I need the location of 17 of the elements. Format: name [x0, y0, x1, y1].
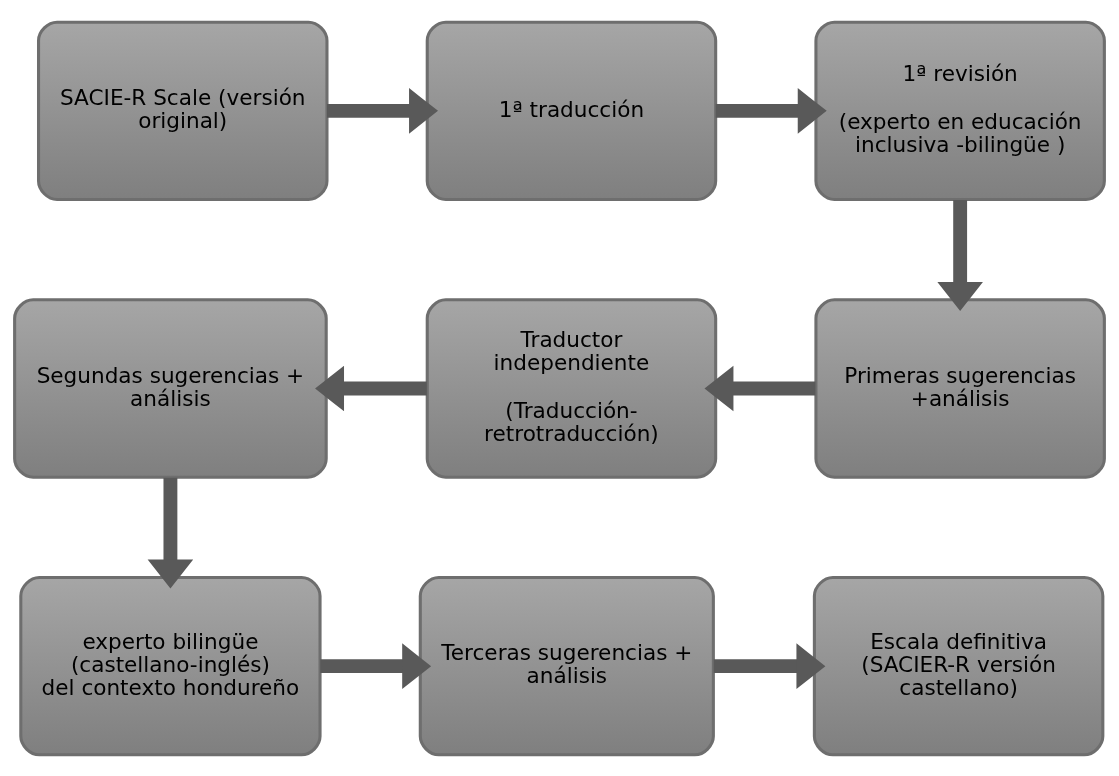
arrow: [327, 87, 438, 134]
node-box: Traductor independiente (Traducción-retrotraducción): [425, 297, 718, 479]
arrow: [147, 477, 194, 589]
node-box: Terceras sugerencias + análisis: [418, 575, 715, 756]
node-box: 1ª revisión (experto en educación inclusiva -bilingüe ): [814, 20, 1106, 201]
node-box: experto bilingüe (castellano-inglés) del contexto hondureño: [19, 575, 322, 756]
arrow: [713, 642, 826, 689]
arrow: [937, 199, 983, 311]
node-box: SACIE-R Scale (versión original): [37, 20, 329, 201]
arrow: [704, 365, 816, 411]
node-box: 1ª traducción: [425, 20, 718, 201]
arrow: [315, 365, 427, 411]
node-box: Primeras sugerencias +análisis: [814, 297, 1106, 479]
arrow: [715, 87, 827, 134]
node-box: Escala definitiva (SACIER-R versión castellano): [812, 575, 1105, 756]
node-box: Segundas sugerencias + análisis: [13, 297, 328, 479]
arrow: [320, 642, 432, 689]
